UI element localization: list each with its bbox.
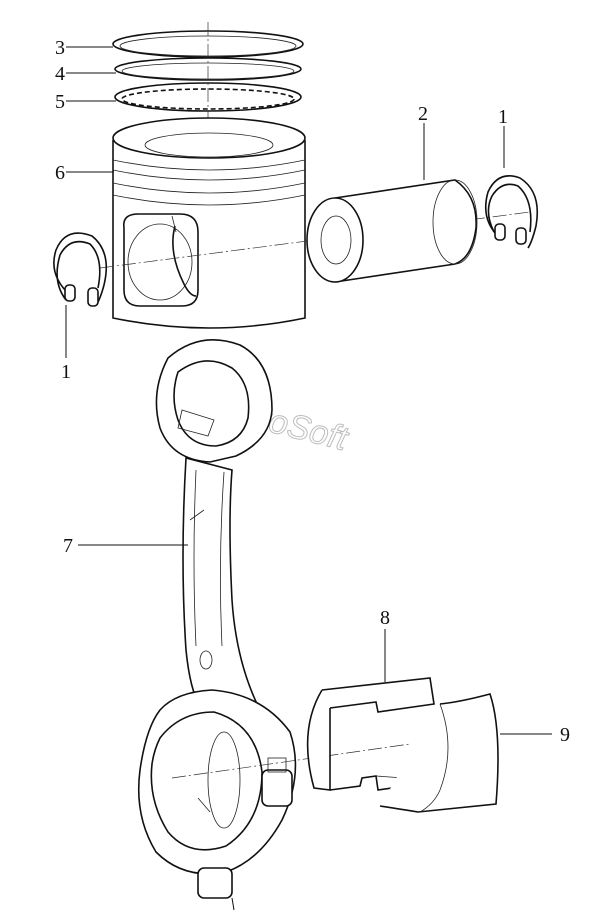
callout-4: 4 [55,63,65,85]
callout-5: 5 [55,91,65,113]
bearing-shell-lower [379,693,499,813]
callout-2: 2 [418,103,428,125]
callout-8: 8 [380,607,390,629]
piston [112,117,306,329]
callout-6: 6 [55,162,65,184]
callout-3: 3 [55,37,65,59]
circlip-right [484,175,539,249]
callout-9: 9 [560,724,570,746]
callout-1-left: 1 [61,361,71,383]
piston-pin [306,179,478,283]
callout-1-right: 1 [498,106,508,128]
leader-lines [65,46,552,735]
bearing-shell-upper [306,677,439,791]
circlip-left [53,232,108,307]
connecting-rod [137,339,297,911]
callout-7: 7 [63,535,73,557]
